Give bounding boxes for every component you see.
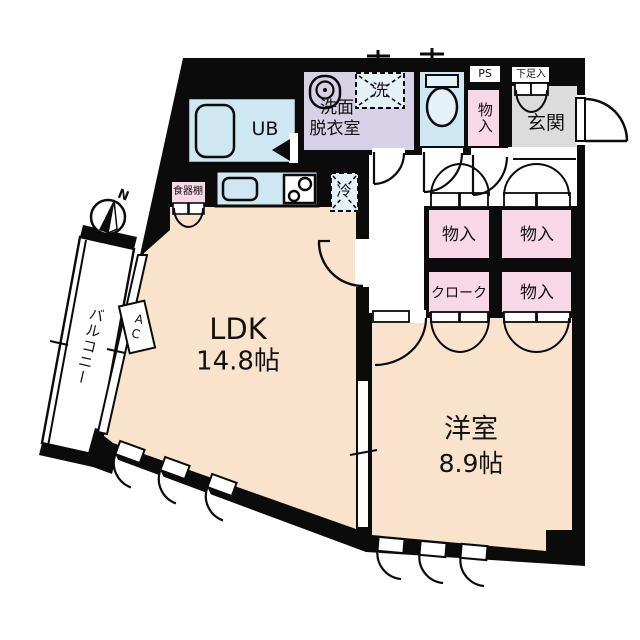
ps-label-box <box>470 66 500 82</box>
sink-icon <box>308 74 342 110</box>
kitchen-sink <box>221 176 259 202</box>
washroom-label-line1: 洗面 <box>320 98 354 119</box>
closet-label-br: 物入 <box>520 283 554 304</box>
toilet-door <box>422 148 464 194</box>
balcony-end-wall <box>80 225 137 249</box>
closet-label-tr: 物入 <box>520 225 554 246</box>
shoebox-label: 下足入 <box>516 68 546 80</box>
western-room-floor <box>372 318 572 551</box>
washroom-label-line2: 脱衣室 <box>309 119 361 140</box>
dish-shelf-label: 食器棚 <box>173 185 203 197</box>
unit-bath <box>186 96 298 165</box>
window-symbol <box>349 379 378 529</box>
ldk-size-label: 14.8帖 <box>196 346 280 377</box>
washroom <box>304 72 414 150</box>
hall-closet <box>468 90 499 146</box>
ldk-label: LDK <box>209 311 267 346</box>
vent-icon <box>367 48 444 72</box>
shoe-cabinet <box>514 82 549 113</box>
fridge-icon <box>330 172 359 212</box>
closet-double-door <box>430 311 571 353</box>
fridge-label: 冷 <box>336 182 352 201</box>
closet-top-left <box>429 210 489 258</box>
closet-bottom-right <box>502 272 571 312</box>
ldk-door <box>317 239 371 288</box>
closet-double-door <box>430 163 571 208</box>
kitchen-counter <box>214 169 320 208</box>
awning-window <box>112 439 238 522</box>
stove-icon <box>282 173 317 205</box>
awning-window <box>376 535 489 588</box>
cloak-closet <box>429 272 489 312</box>
washroom-door <box>372 148 406 186</box>
ac-unit <box>117 299 157 355</box>
washer-icon <box>355 72 405 109</box>
ps-label: PS <box>478 67 492 81</box>
balcony-end-wall <box>39 443 96 467</box>
toilet-icon <box>425 74 459 128</box>
hall-closet-label: 物入 <box>475 102 494 134</box>
bathtub <box>194 103 236 159</box>
bath-door-icon <box>272 139 290 161</box>
dish-shelf <box>172 182 205 228</box>
washer-label: 洗 <box>371 80 389 100</box>
corridor-floor <box>369 155 424 313</box>
compass-icon <box>89 198 127 236</box>
unit-bath-label: UB <box>251 118 279 141</box>
window-symbol <box>96 254 149 436</box>
ldk-floor <box>104 207 356 529</box>
cloak-label: クローク <box>431 285 487 302</box>
closet-top-right <box>502 210 571 258</box>
entrance-door <box>575 95 629 145</box>
western-room-size-label: 8.9帖 <box>438 448 504 478</box>
western-room-door <box>372 310 428 367</box>
toilet-room <box>420 72 464 146</box>
entrance-label: 玄関 <box>526 112 566 135</box>
shoebox-label-box <box>512 67 549 82</box>
closet-label-tl: 物入 <box>442 225 476 246</box>
western-room-label: 洋室 <box>444 413 498 445</box>
hall-closet-door <box>471 148 509 197</box>
entrance-hall <box>512 86 577 147</box>
